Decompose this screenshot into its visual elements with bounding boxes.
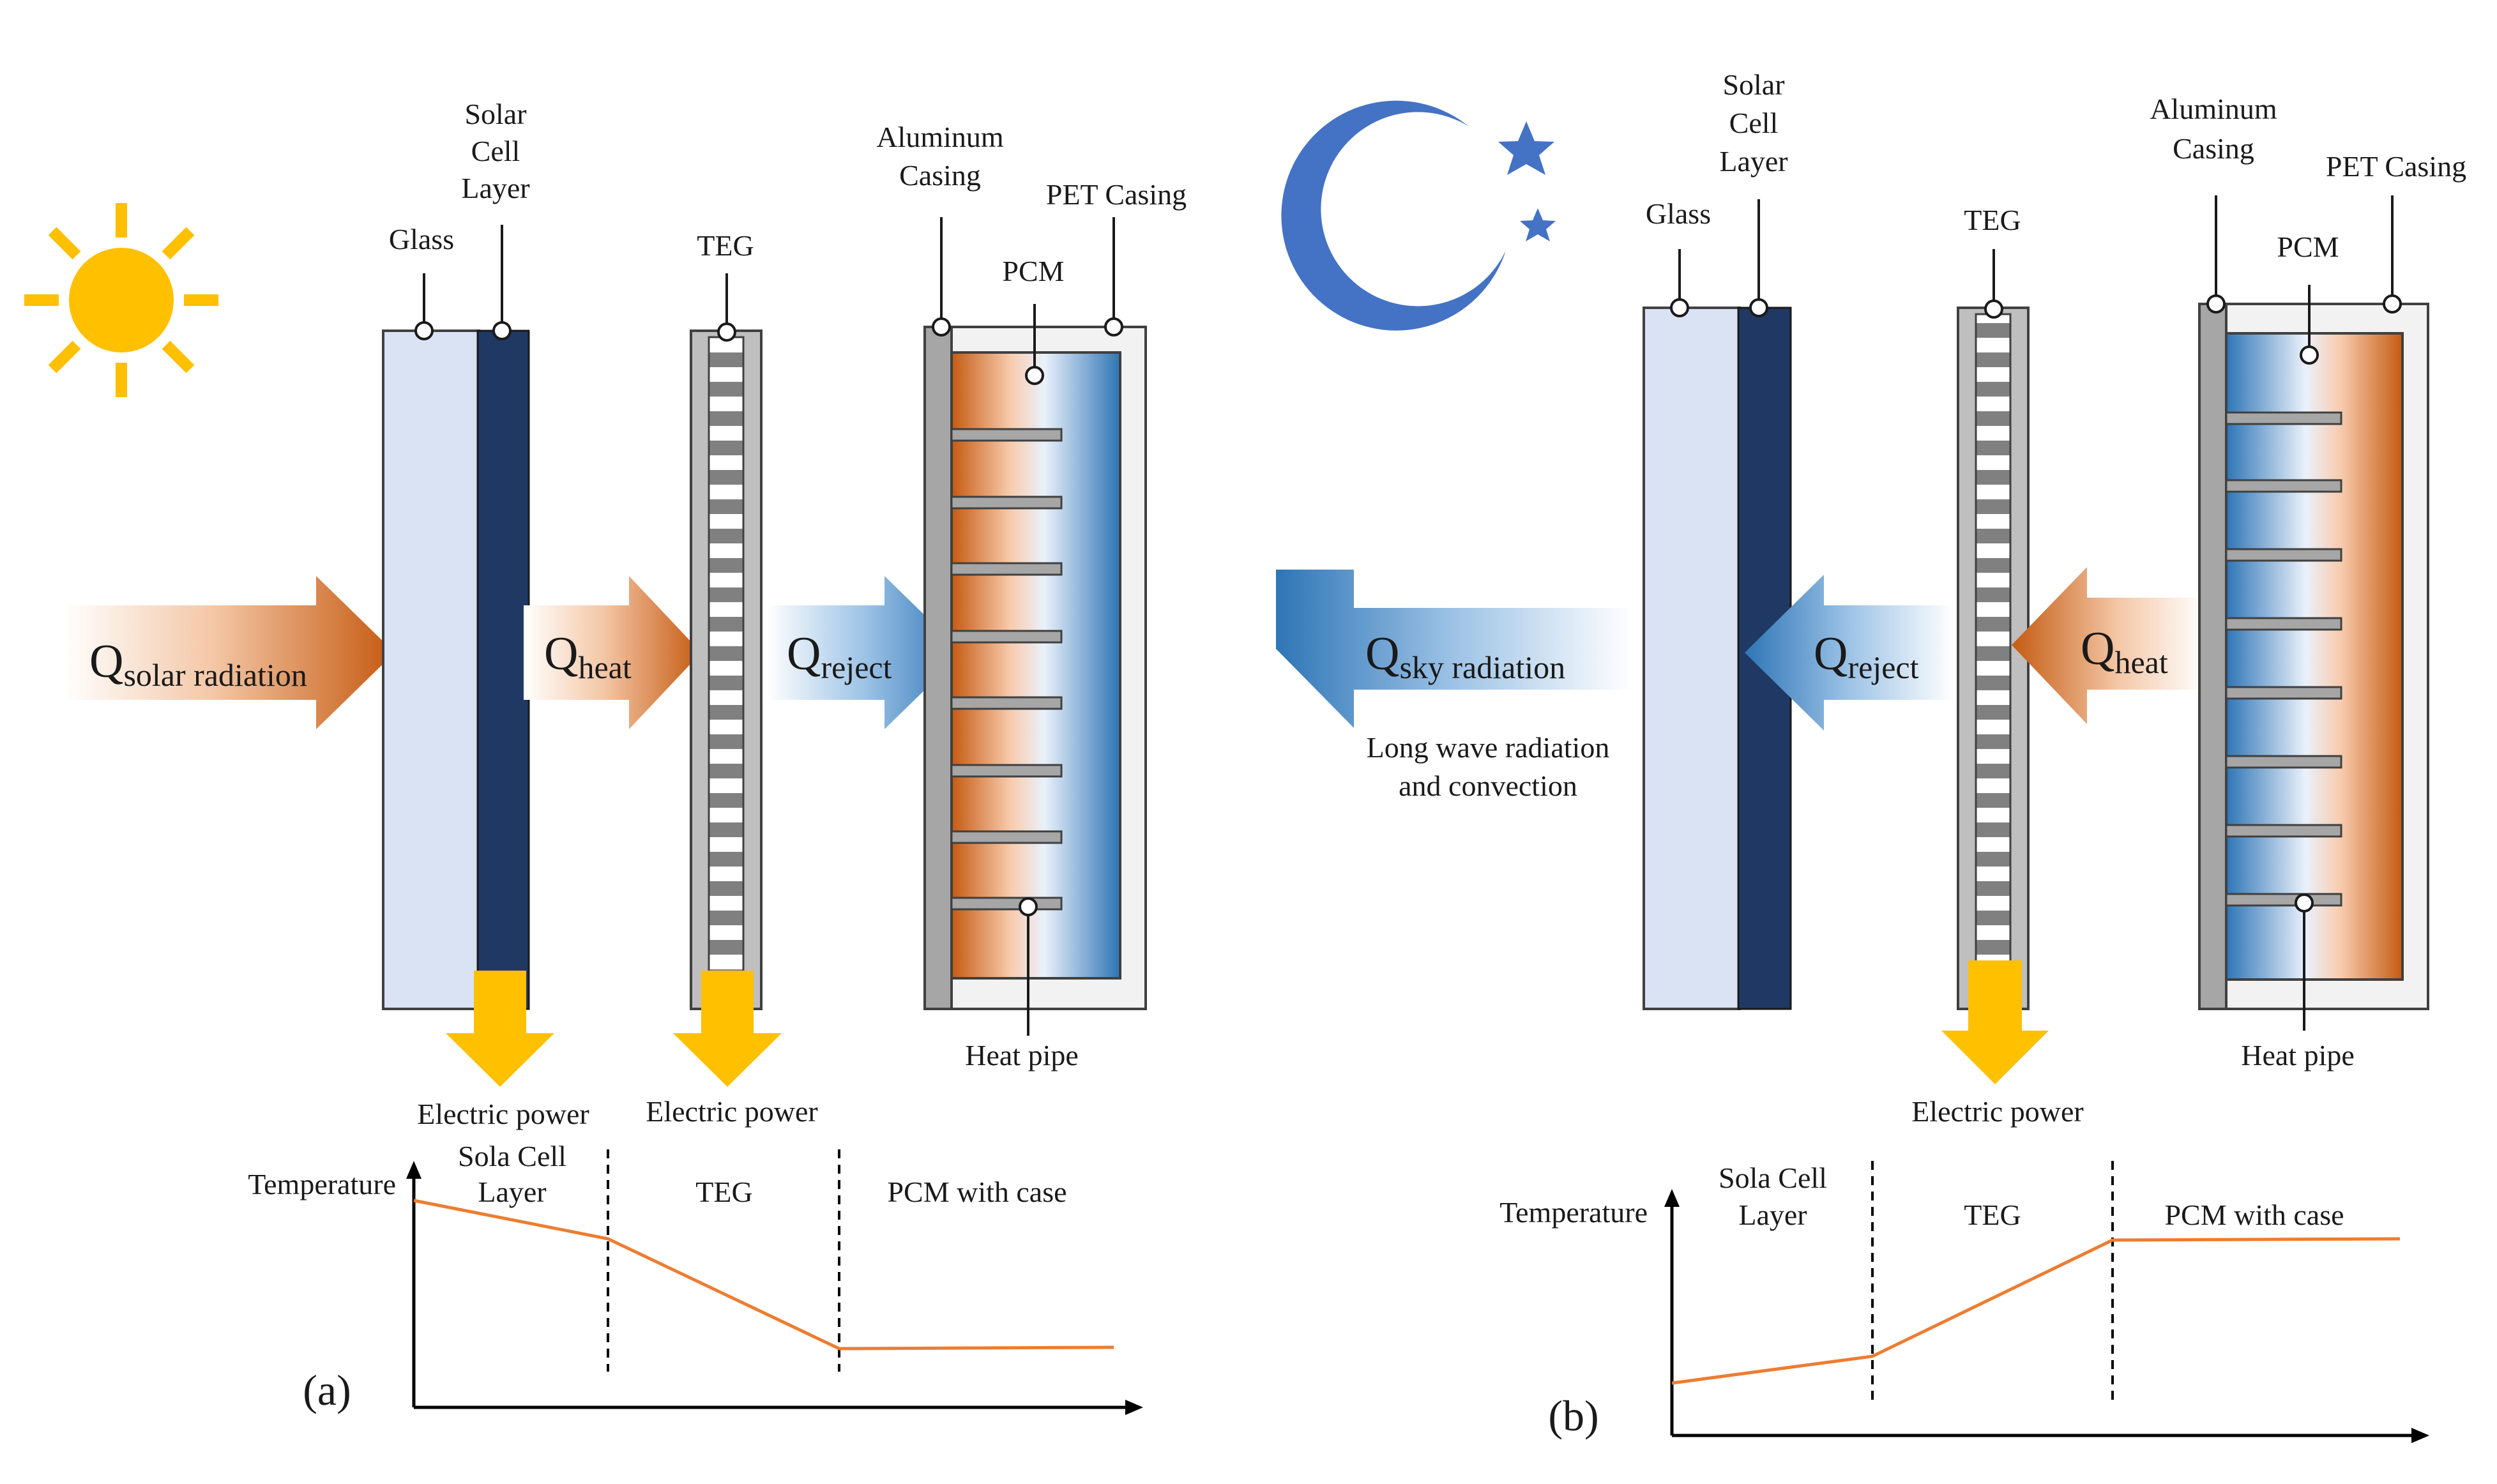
segment-label-a-2: TEG	[695, 1176, 752, 1208]
segment-label-a-1a: Sola Cell	[458, 1140, 566, 1172]
solar-cell-label-a-1: Solar	[464, 98, 526, 130]
segment-label-b-2: TEG	[1964, 1199, 2021, 1231]
glass-layer-b	[1643, 307, 1741, 1010]
electric-power-arrow-a1	[446, 971, 554, 1087]
aluminum-label-b-2: Casing	[2173, 132, 2254, 165]
temperature-line-b	[1671, 1237, 2401, 1385]
aluminum-label-b-1: Aluminum	[2150, 93, 2277, 125]
moon-icon	[1281, 100, 1506, 331]
panel-a: Qsolar radiation Qheat Qreject	[24, 98, 1187, 1415]
temperature-line-a	[413, 1199, 1114, 1351]
segment-label-b-1a: Sola Cell	[1719, 1162, 1827, 1194]
teg-module-a	[690, 329, 763, 1010]
sky-radiation-label: Qsky radiation	[1365, 628, 1565, 685]
temperature-graph-b: Temperature Sola Cell Layer TEG PCM with…	[1499, 1161, 2429, 1443]
glass-layer	[382, 329, 480, 1010]
pcm-casing-a	[923, 326, 1147, 1010]
sky-radiation-arrow: Qsky radiation	[1276, 570, 1632, 728]
panel-b: Qsky radiation Long wave radiation and c…	[1276, 68, 2466, 1443]
panel-letter-a: (a)	[303, 1366, 351, 1414]
electric-power-arrow-a2	[673, 971, 782, 1087]
sun-icon	[24, 203, 218, 397]
panel-letter-b: (b)	[1548, 1391, 1598, 1440]
electric-power-label-a1: Electric power	[417, 1098, 589, 1130]
leader-lines-b	[1670, 195, 2402, 1031]
heat-arrow-b: Qheat	[2012, 567, 2205, 724]
solar-cell-layer	[476, 329, 530, 1010]
radiation-note-2: and convection	[1399, 769, 1577, 802]
teg-label-a: TEG	[697, 229, 754, 262]
reject-arrow-b: Qreject	[1745, 575, 1954, 731]
segment-label-a-3: PCM with case	[887, 1176, 1066, 1208]
temperature-axis-label-a: Temperature	[248, 1168, 396, 1200]
segment-label-b-1b: Layer	[1738, 1199, 1807, 1231]
glass-label-b: Glass	[1646, 197, 1711, 230]
reject-label-b: Qreject	[1814, 628, 1919, 685]
pcm-casing-b	[2198, 303, 2429, 1010]
temperature-axis-label-b: Temperature	[1499, 1196, 1648, 1229]
solar-cell-label-a-2: Cell	[471, 135, 520, 167]
solar-cell-label-b-3: Layer	[1719, 145, 1787, 178]
glass-label-a: Glass	[389, 223, 454, 255]
pcm-label-b: PCM	[2277, 231, 2339, 263]
solar-cell-label-b-2: Cell	[1729, 107, 1779, 139]
solar-radiation-arrow: Qsolar radiation	[64, 576, 395, 729]
radiation-note-1: Long wave radiation	[1367, 731, 1610, 764]
reject-arrow-a: Qreject	[766, 576, 963, 729]
segment-label-b-3: PCM with case	[2164, 1199, 2344, 1231]
electric-power-label-b: Electric power	[1911, 1095, 2083, 1128]
heat-arrow-a: Qheat	[524, 576, 701, 729]
star-icon-large	[1498, 121, 1554, 175]
segment-label-a-1b: Layer	[478, 1176, 546, 1208]
heat-pipe-label-a: Heat pipe	[965, 1039, 1079, 1071]
leader-lines-a	[414, 217, 1123, 1036]
temperature-graph-a: Temperature Sola Cell Layer TEG PCM with…	[248, 1140, 1143, 1415]
pet-label-a: PET Casing	[1046, 178, 1187, 211]
star-icon-small	[1520, 208, 1556, 241]
electric-power-arrow-b	[1941, 960, 2049, 1084]
reject-label-a: Qreject	[787, 628, 892, 685]
heat-pipe-fins-b	[2225, 411, 2342, 907]
pet-label-b: PET Casing	[2326, 150, 2466, 183]
heat-label-b: Qheat	[2081, 623, 2168, 680]
heat-pipe-fins-a	[950, 428, 1063, 911]
solar-cell-label-b-1: Solar	[1722, 68, 1784, 101]
solar-cell-label-a-3: Layer	[461, 172, 529, 204]
teg-module-b	[1957, 307, 2030, 1010]
aluminum-label-a-2: Casing	[899, 159, 981, 192]
teg-label-b: TEG	[1964, 204, 2021, 236]
pcm-label-a: PCM	[1002, 255, 1064, 287]
electric-power-label-a2: Electric power	[646, 1095, 817, 1128]
solar-radiation-label: Qsolar radiation	[89, 635, 307, 693]
heat-label-a: Qheat	[544, 628, 632, 685]
heat-pipe-label-b: Heat pipe	[2241, 1039, 2355, 1071]
aluminum-label-a-1: Aluminum	[876, 121, 1004, 153]
